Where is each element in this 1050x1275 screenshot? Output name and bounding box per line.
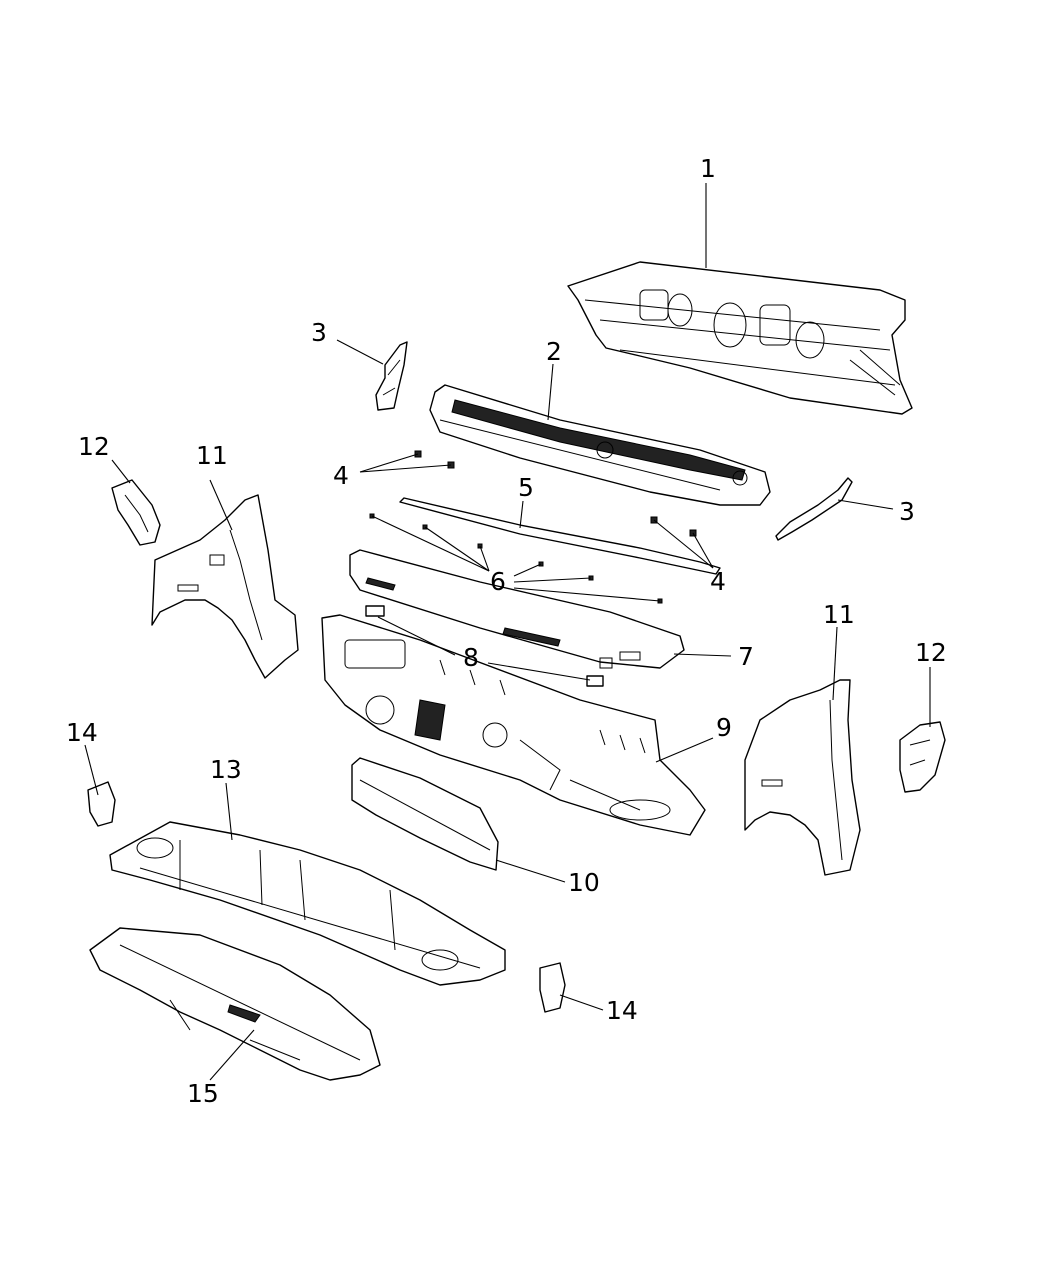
part-15-floor-reinforcement <box>89 927 381 1081</box>
leader-lines <box>84 183 931 1081</box>
callout-14-left: 14 <box>66 718 98 747</box>
callout-3-left: 3 <box>311 318 327 347</box>
callout-11-right: 11 <box>823 600 855 629</box>
part-13-floor-crossmember <box>109 821 506 986</box>
callout-labels: 1 2 3 3 4 4 5 6 7 8 9 10 11 11 12 12 13 … <box>66 154 947 1108</box>
callout-12-right: 12 <box>915 638 947 667</box>
part-3-bracket-left <box>375 341 408 411</box>
part-11-wheelhouse-left <box>151 494 299 679</box>
part-9-dash-panel <box>321 614 706 836</box>
part-3-bracket-right <box>775 477 853 541</box>
part-12-bracket-left <box>111 479 161 546</box>
callout-4-left: 4 <box>333 461 349 490</box>
part-14-gusset-left <box>87 781 116 827</box>
part-2-cowl-top-panel <box>429 384 771 506</box>
callout-15: 15 <box>187 1079 219 1108</box>
callout-7: 7 <box>738 642 754 671</box>
callout-3-right: 3 <box>899 497 915 526</box>
part-8-pads <box>365 605 604 687</box>
callout-12-left: 12 <box>78 432 110 461</box>
callout-9: 9 <box>716 713 732 742</box>
callout-13: 13 <box>210 755 242 784</box>
part-5-cowl-seal <box>399 497 721 575</box>
part-1-dash-panel-upper <box>567 261 913 415</box>
part-14-gusset-right <box>539 962 566 1013</box>
callout-1: 1 <box>700 154 716 183</box>
part-7-cowl-panel <box>349 549 685 669</box>
part-12-bracket-right <box>899 721 946 793</box>
callout-11-left: 11 <box>196 441 228 470</box>
part-10-support-bracket <box>351 757 499 871</box>
callout-5: 5 <box>518 473 534 502</box>
callout-8: 8 <box>463 643 479 672</box>
callout-4-right: 4 <box>710 567 726 596</box>
part-11-wheelhouse-right <box>744 679 861 876</box>
callout-10: 10 <box>568 868 600 897</box>
callout-6: 6 <box>490 567 506 596</box>
callout-14-right: 14 <box>606 996 638 1025</box>
callout-2: 2 <box>546 337 562 366</box>
